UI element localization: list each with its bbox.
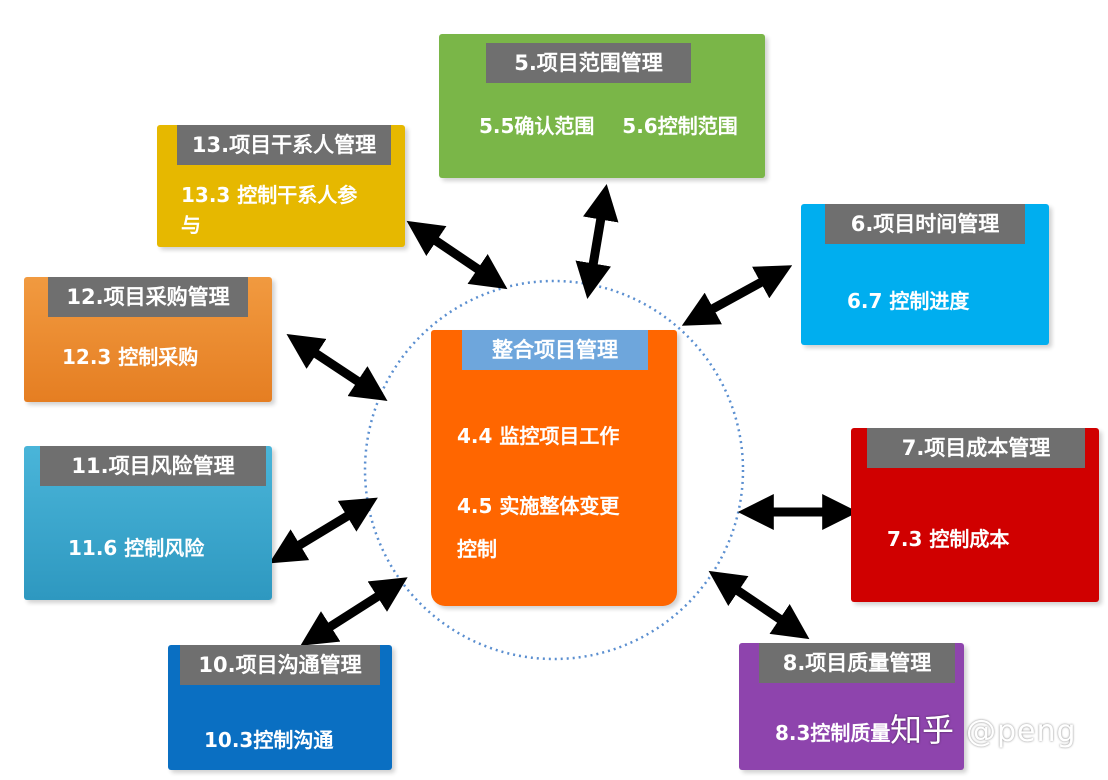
node-procurement-title: 12.项目采购管理 [48,277,248,317]
node-cost: 7.项目成本管理 7.3 控制成本 [851,428,1099,602]
watermark: 知乎 @peng [890,705,1077,751]
center-item-monitor: 4.4 监控项目工作 [457,424,620,448]
center-item-change-cont: 控制 [457,537,497,561]
node-time: 6.项目时间管理 6.7 控制进度 [801,204,1049,345]
node-stakeholder-text-1: 13.3 控制干系人参 [181,183,358,207]
node-communication: 10.项目沟通管理 10.3控制沟通 [168,645,392,770]
arrow-procurement [286,334,388,401]
arrow-stakeholder [406,220,508,290]
node-risk-text: 11.6 控制风险 [68,536,205,560]
node-scope-text: 5.5确认范围 5.6控制范围 [479,114,738,138]
node-procurement: 12.项目采购管理 12.3 控制采购 [24,277,272,402]
node-quality: 8.项目质量管理 8.3控制质量 [739,643,964,770]
watermark-site: 知乎 [890,711,955,749]
node-stakeholder-text-2: 与 [181,213,201,237]
arrow-quality [708,570,810,640]
node-time-title: 6.项目时间管理 [825,204,1025,244]
node-quality-text: 8.3控制质量 [775,721,891,745]
node-quality-title: 8.项目质量管理 [759,643,955,683]
node-scope: 5.项目范围管理 5.5确认范围 5.6控制范围 [439,34,765,178]
node-stakeholder-title: 13.项目干系人管理 [177,125,391,165]
arrow-risk [269,497,378,564]
node-risk-title: 11.项目风险管理 [40,446,266,486]
center-integration-box: 整合项目管理 4.4 监控项目工作 4.5 实施整体变更 控制 [431,330,677,606]
node-stakeholder: 13.项目干系人管理 13.3 控制干系人参 与 [157,125,405,247]
arrow-time [681,265,793,326]
node-scope-title: 5.项目范围管理 [486,43,691,83]
arrow-scope [575,184,619,299]
arrow-communication [300,577,408,646]
node-communication-title: 10.项目沟通管理 [180,645,380,685]
node-time-text: 6.7 控制进度 [847,289,970,313]
watermark-handle: @peng [966,714,1077,749]
node-cost-text: 7.3 控制成本 [887,527,1010,551]
node-procurement-text: 12.3 控制采购 [62,345,199,369]
center-item-change: 4.5 实施整体变更 [457,494,620,518]
center-title: 整合项目管理 [462,330,648,370]
node-communication-text: 10.3控制沟通 [204,728,334,752]
node-risk: 11.项目风险管理 11.6 控制风险 [24,446,272,600]
integration-circle [363,279,745,661]
node-cost-title: 7.项目成本管理 [867,428,1085,468]
